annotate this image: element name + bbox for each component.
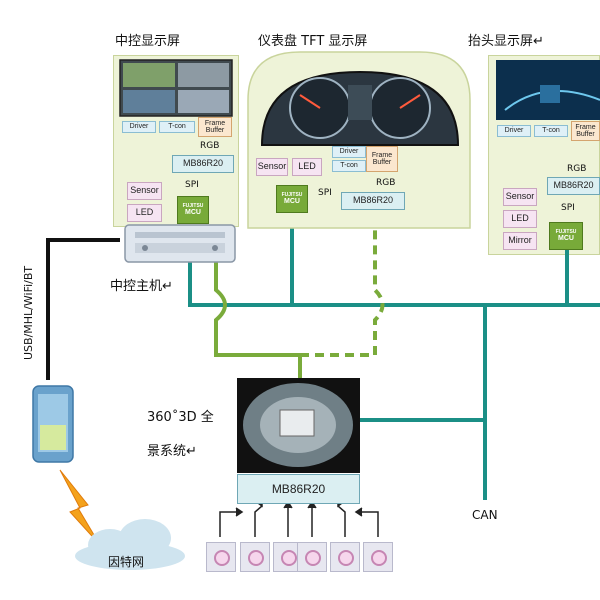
camera-5	[330, 542, 360, 572]
surround-mb86r20: MB86R20	[237, 474, 360, 504]
cluster-sensor: Sensor	[256, 158, 288, 176]
hud-mcu-brand: FUJITSU	[555, 228, 577, 235]
center-frame-buffer: Frame Buffer	[198, 117, 232, 137]
center-mb86r20: MB86R20	[172, 155, 234, 173]
center-mcu-brand: FUJITSU	[182, 202, 204, 209]
cluster-mcu: FUJITSU MCU	[276, 185, 308, 213]
hud-spi-label: SPI	[561, 203, 575, 213]
cluster-spi-label: SPI	[318, 188, 332, 198]
hud-screen	[496, 60, 600, 120]
cluster-screen	[260, 70, 460, 146]
hud-display-title: 抬头显示屏↵	[468, 34, 544, 49]
center-rgb-label: RGB	[200, 141, 220, 151]
center-spi-label: SPI	[185, 180, 199, 190]
surround-label-line2: 景系统↵	[147, 444, 197, 459]
camera-lens-icon	[214, 550, 230, 566]
camera-lens-icon	[305, 550, 321, 566]
can-label: CAN	[472, 508, 498, 522]
hud-mcu-label: MCU	[558, 234, 574, 242]
camera-arrows	[219, 500, 379, 537]
hud-tcon: T-con	[534, 125, 568, 137]
surround-view-image	[237, 378, 360, 473]
center-mcu-label: MCU	[185, 208, 201, 216]
usb-label: USB/MHL/WiFi/BT	[22, 265, 35, 360]
center-sensor: Sensor	[127, 182, 162, 200]
camera-lens-icon	[248, 550, 264, 566]
camera-lens-icon	[371, 550, 387, 566]
hud-rgb-label: RGB	[567, 164, 587, 174]
internet-label: 因特网	[108, 555, 145, 569]
hud-sensor: Sensor	[503, 188, 537, 206]
center-driver: Driver	[122, 121, 156, 133]
hud-mb86r20: MB86R20	[547, 177, 600, 195]
cluster-driver: Driver	[332, 146, 366, 158]
center-mcu: FUJITSU MCU	[177, 196, 209, 224]
camera-6	[363, 542, 393, 572]
usb-line	[46, 238, 120, 380]
camera-2	[240, 542, 270, 572]
cluster-display-title: 仪表盘 TFT 显示屏	[258, 34, 368, 49]
camera-1	[206, 542, 236, 572]
head-unit-label: 中控主机↵	[110, 279, 173, 294]
hud-frame-buffer: Frame Buffer	[571, 121, 600, 141]
phone-device	[32, 385, 74, 463]
center-screen	[119, 59, 233, 117]
cluster-frame-buffer: Frame Buffer	[366, 146, 398, 172]
cluster-rgb-label: RGB	[376, 178, 396, 188]
camera-lens-icon	[281, 550, 297, 566]
cloud-icon	[75, 519, 185, 570]
hud-driver: Driver	[497, 125, 531, 137]
green-link-lines	[214, 215, 385, 378]
cluster-mcu-label: MCU	[284, 197, 300, 205]
cluster-led: LED	[292, 158, 322, 176]
lightning-icon	[59, 469, 101, 546]
head-unit-device	[124, 224, 236, 263]
camera-4	[297, 542, 327, 572]
hud-mirror: Mirror	[503, 232, 537, 250]
center-display-title: 中控显示屏	[115, 34, 181, 49]
center-led: LED	[127, 204, 162, 222]
surround-label-line1: 360˚3D 全	[147, 410, 214, 425]
cluster-mcu-brand: FUJITSU	[281, 191, 303, 198]
camera-lens-icon	[338, 550, 354, 566]
cluster-mb86r20: MB86R20	[341, 192, 405, 210]
hud-led: LED	[503, 210, 537, 228]
center-tcon: T-con	[159, 121, 195, 133]
cluster-tcon: T-con	[332, 160, 366, 172]
hud-mcu: FUJITSU MCU	[549, 222, 583, 250]
